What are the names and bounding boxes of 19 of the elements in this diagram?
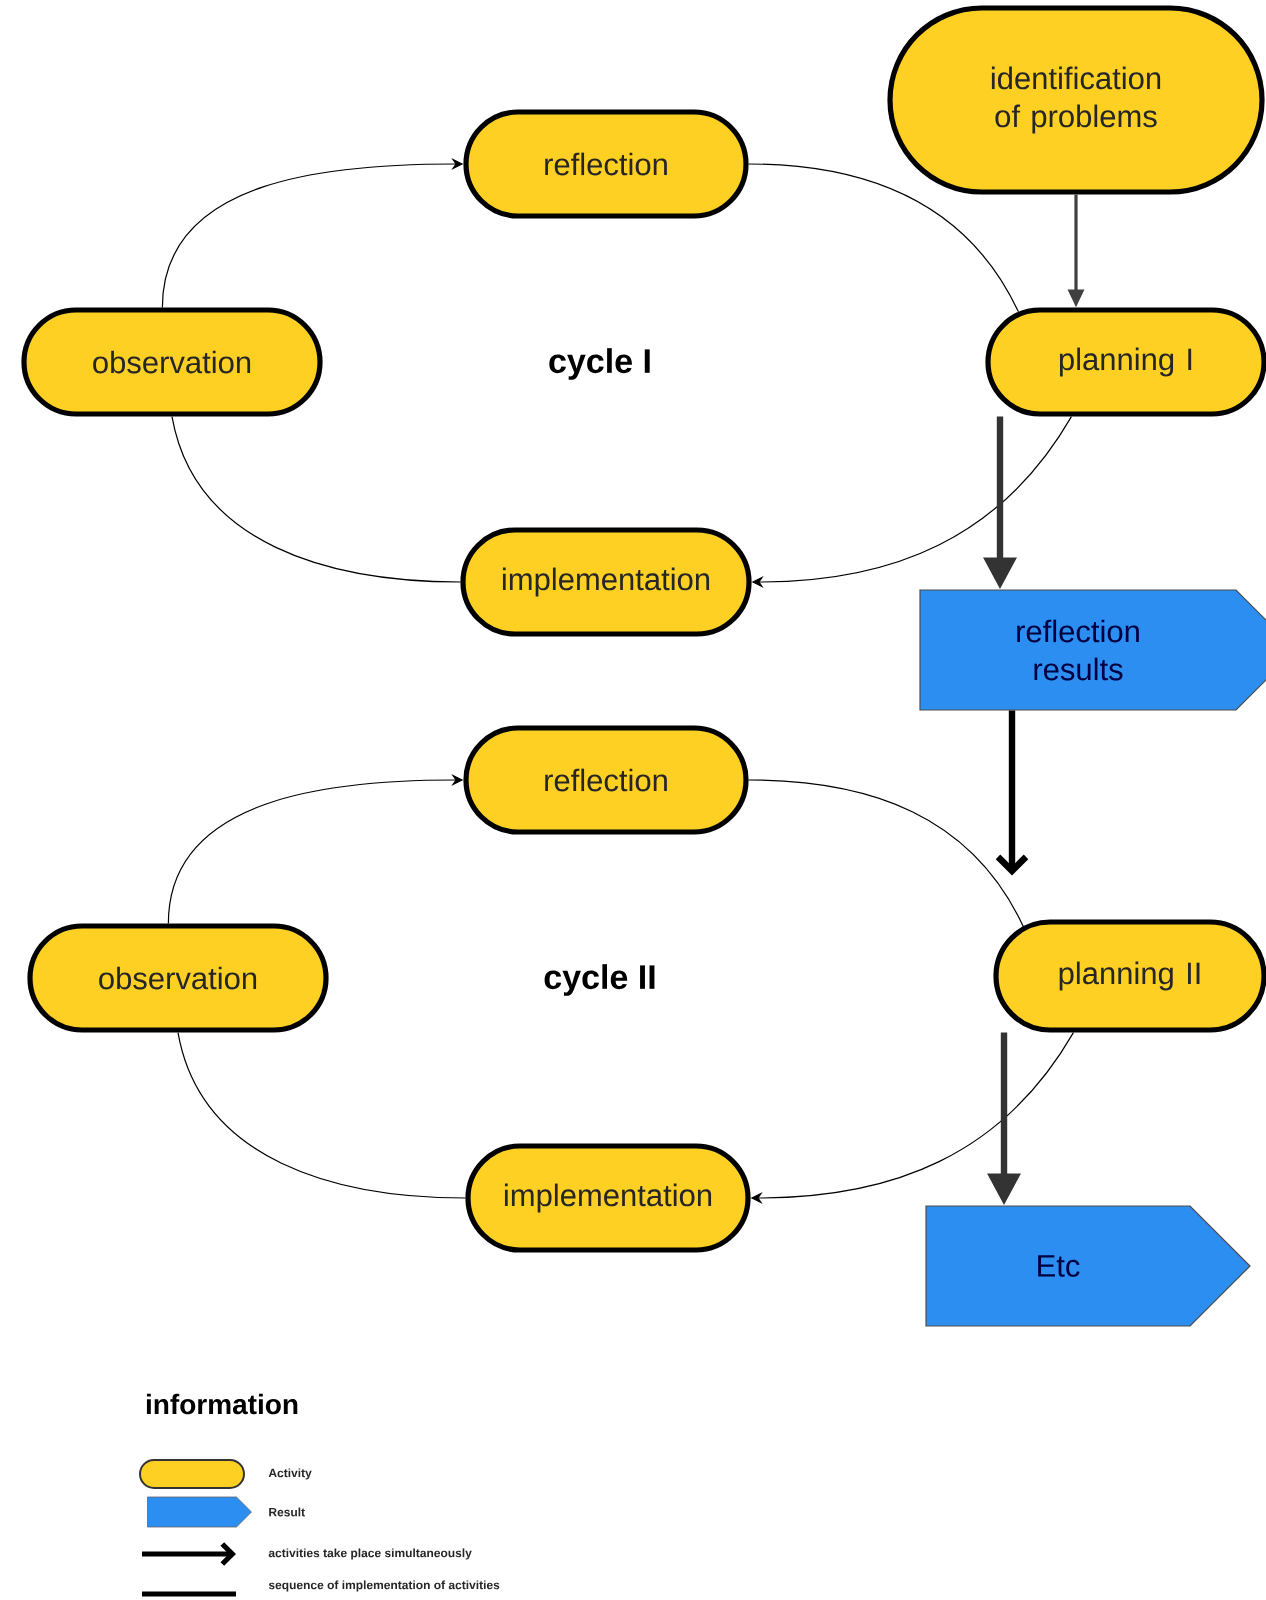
result-arrow-box: reflection results <box>919 589 1266 711</box>
cycle-label: cycle I <box>549 348 650 380</box>
connector-line <box>171 416 461 583</box>
activity-box: reflection <box>463 725 749 835</box>
cycle-label: cycle II <box>544 964 655 996</box>
connector-line <box>177 1032 466 1199</box>
activity-box: planning II <box>993 919 1266 1033</box>
activity-box: planning I <box>985 307 1266 417</box>
activity-box: identification of problems <box>887 5 1265 195</box>
activity-box: observation <box>27 923 329 1033</box>
connector-line <box>748 163 1020 313</box>
result-arrow-box: Etc <box>925 1205 1251 1327</box>
activity-box: reflection <box>463 109 749 219</box>
activity-box: implementation <box>465 1143 751 1253</box>
activity-box: observation <box>21 307 323 417</box>
arrow <box>995 710 1029 876</box>
connector-line <box>748 779 1024 927</box>
activity-box: implementation <box>460 527 752 637</box>
legend-title: information <box>146 1393 298 1415</box>
